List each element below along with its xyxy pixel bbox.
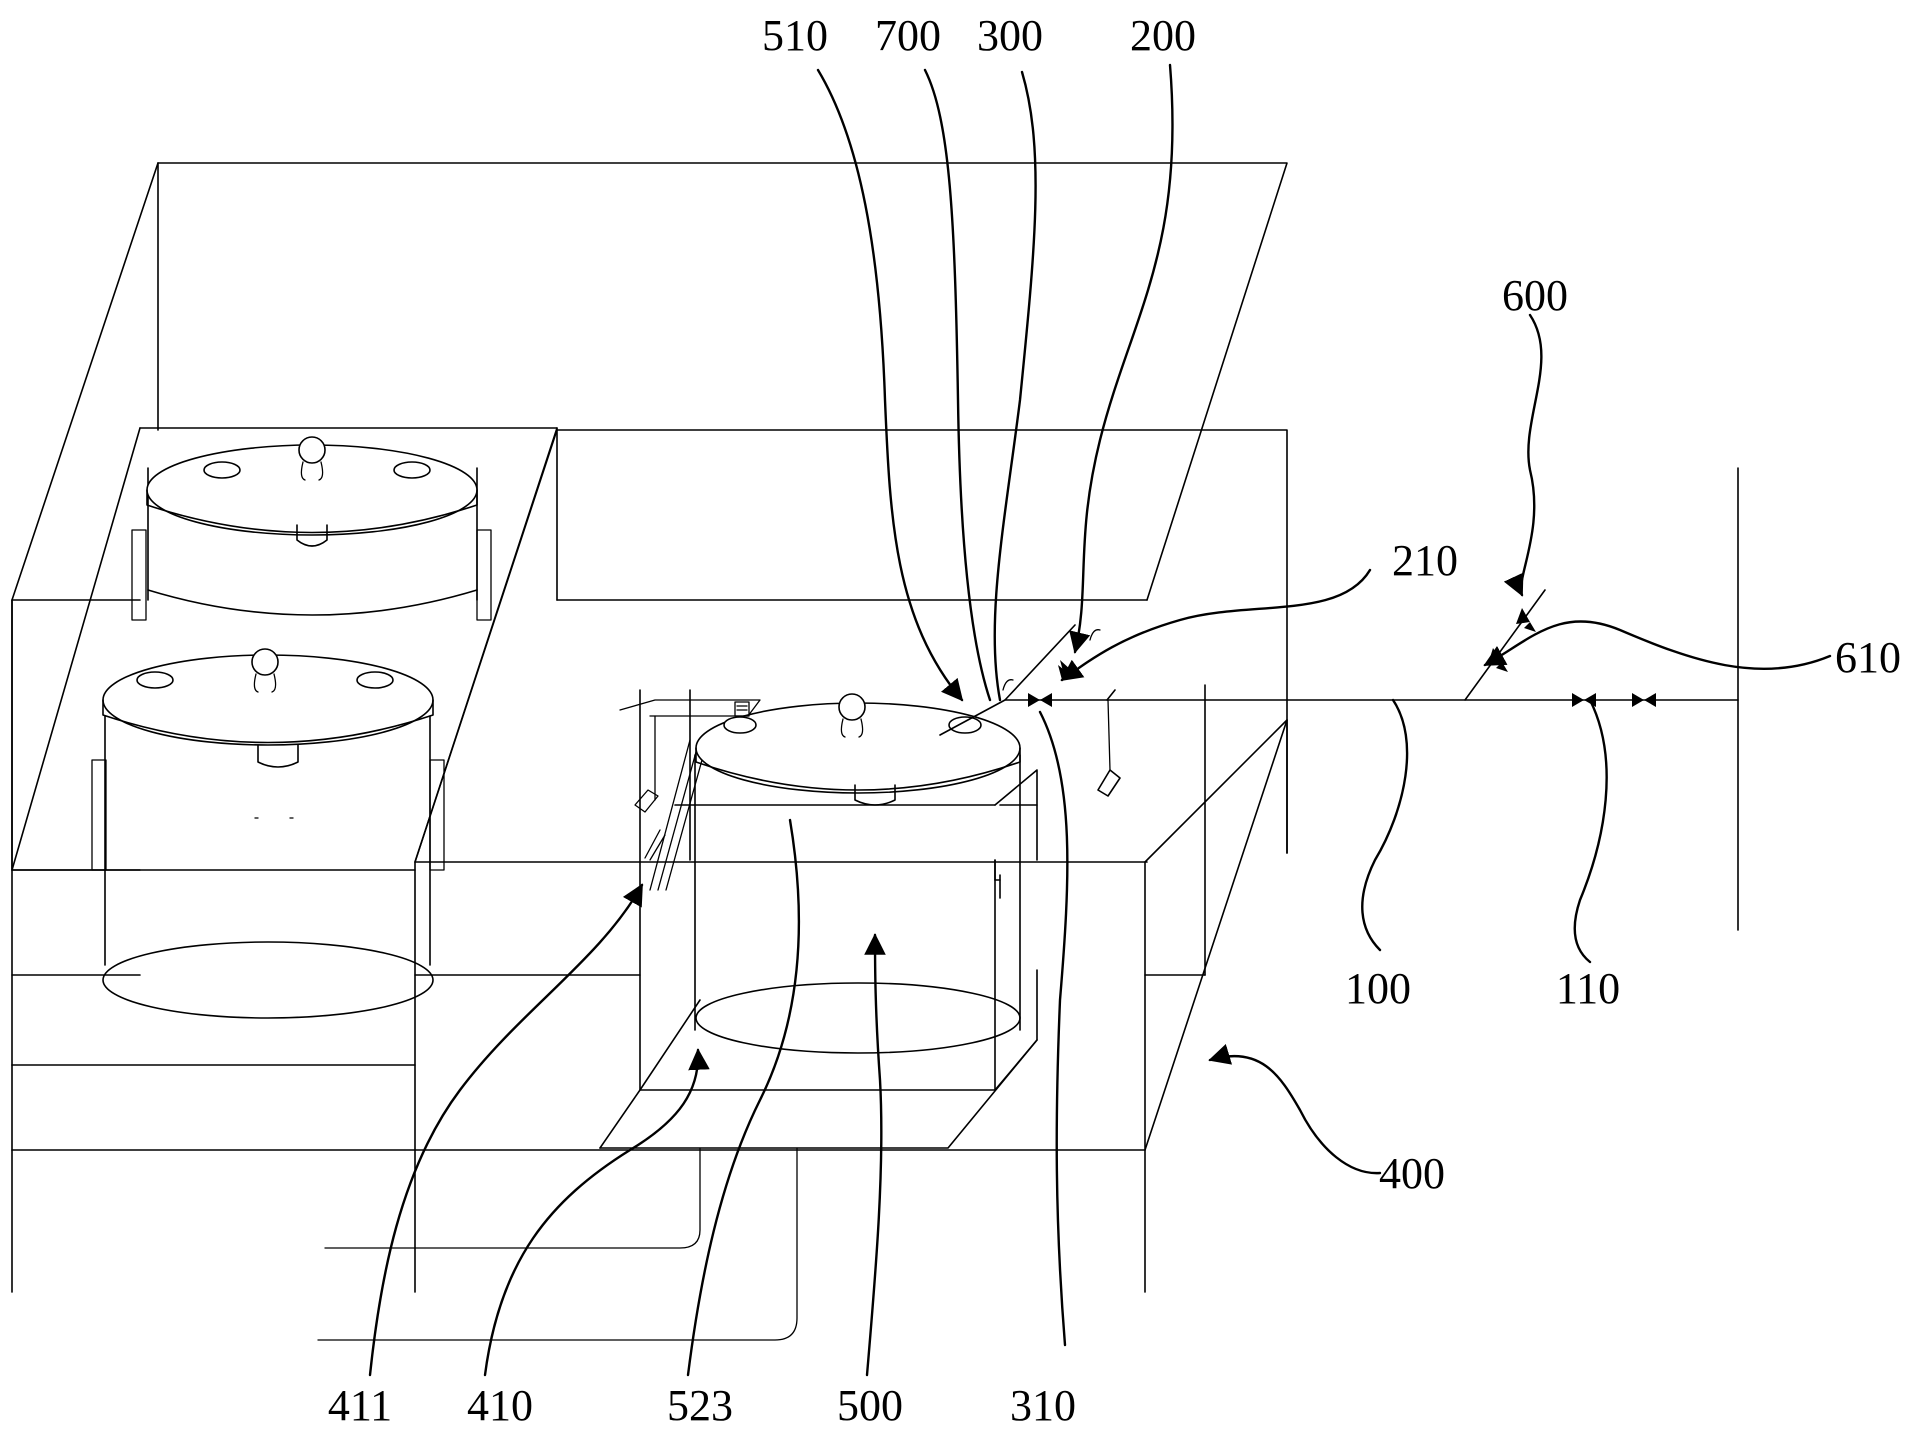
label-610: 610 [1835, 633, 1901, 682]
valve-310 [1028, 693, 1052, 707]
label-500: 500 [837, 1381, 903, 1430]
label-300: 300 [977, 11, 1043, 60]
left-tier-box [11, 427, 558, 871]
label-700: 700 [875, 11, 941, 60]
label-210: 210 [1392, 536, 1458, 585]
main-pipe [939, 467, 1739, 931]
drain-pipes [317, 1147, 798, 1341]
label-510: 510 [762, 11, 828, 60]
lid-lifter-left [619, 699, 761, 891]
upper-shelf-frame [11, 162, 1288, 601]
pot-upper-left [131, 436, 492, 621]
label-200: 200 [1130, 11, 1196, 60]
label-410: 410 [467, 1381, 533, 1430]
label-310: 310 [1010, 1381, 1076, 1430]
label-523: 523 [667, 1381, 733, 1430]
platform-frame [11, 429, 1288, 1293]
label-411: 411 [328, 1381, 392, 1430]
hook-200 [1002, 629, 1101, 691]
right-shelf [999, 684, 1206, 976]
reference-labels: 510 700 300 200 210 600 610 100 110 400 … [328, 11, 1901, 1430]
leader-lines [368, 63, 1832, 1377]
label-400: 400 [1379, 1149, 1445, 1198]
valve-110 [1572, 693, 1656, 707]
label-100: 100 [1345, 964, 1411, 1013]
label-600: 600 [1502, 271, 1568, 320]
pot-center [694, 693, 1021, 1054]
pot-lower-left [91, 648, 445, 1019]
cooking-cavity [599, 689, 1038, 1149]
valve-600 [1488, 608, 1536, 672]
label-110: 110 [1556, 964, 1620, 1013]
